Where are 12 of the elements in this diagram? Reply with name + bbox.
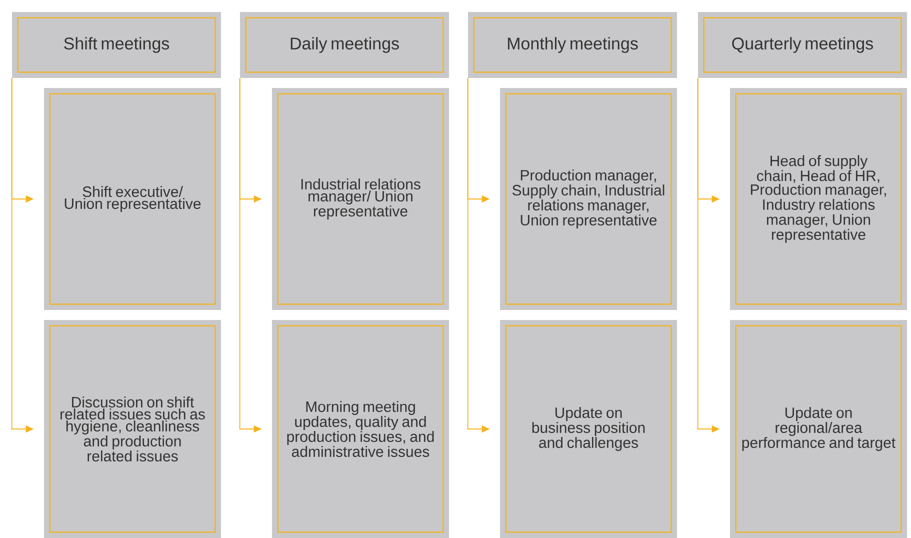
topics-box: Update on business position and challenges xyxy=(500,320,677,538)
header-box: Shift meetings xyxy=(12,12,221,78)
topics-box: Update on regional/area performance and target xyxy=(730,320,907,538)
header-box: Quarterly meetings xyxy=(698,12,907,78)
header-box: Monthly meetings xyxy=(468,12,677,78)
participants-box: Head of supply chain, Head of HR, Production manager, Industry relations manager, Union representative xyxy=(730,88,907,310)
participants-box: Production manager, Supply chain, Industrial relations manager, Union representative xyxy=(500,88,677,310)
topics-box: Morning meeting updates, quality and production issues, and administrative issues xyxy=(272,320,449,538)
header-box: Daily meetings xyxy=(240,12,449,78)
participants-box: Industrial relations manager/ Union representative xyxy=(272,88,449,310)
participants-box: Shift executive/ Union representative xyxy=(44,88,221,310)
topics-box: Discussion on shift related issues such as hygiene, cleanliness and production related issues xyxy=(44,320,221,538)
